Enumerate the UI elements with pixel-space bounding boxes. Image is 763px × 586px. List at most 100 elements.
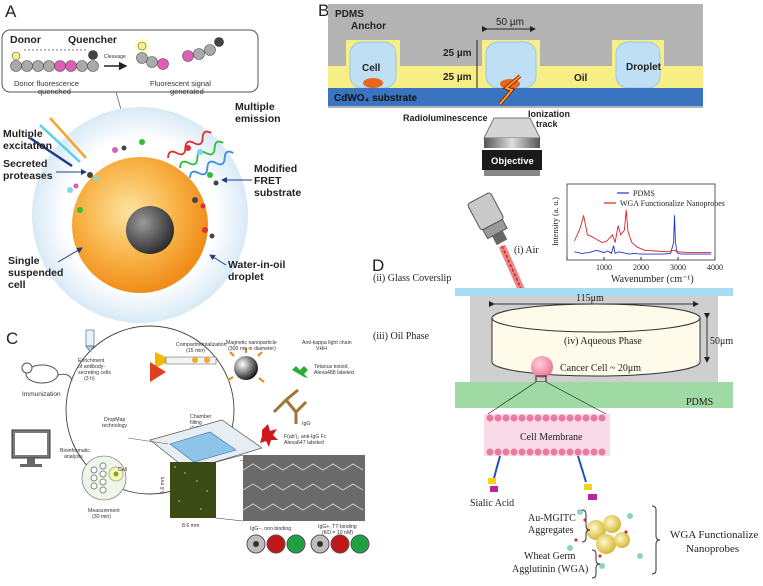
cell-left bbox=[363, 78, 383, 88]
modified-1: Modified bbox=[254, 163, 297, 175]
multiple-excitation-2: excitation bbox=[3, 140, 52, 152]
magnetic-1: Magnetic nanoparticle bbox=[226, 340, 277, 346]
generated-line2: generated bbox=[170, 87, 204, 96]
cdwo4-substrate bbox=[328, 88, 703, 106]
legend-pdms: PDMS bbox=[633, 189, 655, 198]
donor-label: Donor bbox=[10, 34, 41, 46]
fluorescence-micrograph bbox=[170, 462, 216, 518]
magnetic-2: (300 nm in diameter) bbox=[228, 346, 276, 352]
single-2: suspended bbox=[8, 267, 63, 279]
air-label: (i) Air bbox=[514, 245, 539, 256]
chamber-2: filling bbox=[190, 420, 202, 426]
micrograph-speckle bbox=[174, 466, 208, 510]
series-line-0 bbox=[574, 215, 712, 255]
raman-objective bbox=[467, 192, 508, 246]
glass-coverslip bbox=[455, 288, 733, 296]
quenched-line2: quenched bbox=[38, 87, 71, 96]
legend-nonbinding: IgG−, non binding bbox=[250, 526, 291, 532]
igg-antibody bbox=[272, 388, 308, 424]
measurement-1: Measurement bbox=[88, 508, 120, 514]
substrate-label: CdWO₄ substrate bbox=[334, 93, 418, 104]
multiple-emission-1: Multiple bbox=[235, 101, 275, 113]
cleaved-substrate-beads bbox=[134, 37, 224, 70]
chamber-1: Chamber bbox=[190, 414, 212, 420]
multiple-emission-2: emission bbox=[235, 113, 281, 125]
pdms-label: PDMS bbox=[335, 9, 364, 20]
nanoprobe-bracket bbox=[651, 505, 661, 575]
legend-wga: WGA Functionalize Nanoprobes bbox=[620, 199, 725, 208]
sialic-acid-glycan-2 bbox=[577, 455, 597, 500]
sialic-acid-glycan bbox=[488, 455, 501, 492]
wga-bracket bbox=[591, 549, 601, 579]
zoom-line-left bbox=[487, 381, 537, 415]
cell-label: Cell bbox=[362, 63, 381, 74]
zoom-line-bottom bbox=[215, 517, 244, 522]
series-line-1 bbox=[573, 209, 712, 254]
x-tick-label: 1000 bbox=[596, 263, 612, 272]
quencher-label: Quencher bbox=[68, 34, 117, 46]
height-bottom-label: 25 µm bbox=[443, 72, 472, 83]
tetanus-2: Alexa488 labeled bbox=[314, 370, 354, 376]
anchor-label: Anchor bbox=[351, 21, 386, 32]
x-tick-label: 2000 bbox=[633, 263, 649, 272]
quenched-line1: Donor fluorescence bbox=[14, 79, 79, 88]
ionization-1: Ionization bbox=[528, 109, 570, 119]
secreted-2: proteases bbox=[3, 170, 53, 182]
wga-func-1: WGA Functionalize bbox=[670, 529, 758, 541]
pdms-base-d bbox=[455, 382, 733, 408]
compartmentalization-chip bbox=[150, 352, 217, 382]
legend-ttbinding-2: (KD = 10 nM) bbox=[322, 530, 353, 536]
panel-b: B PDMS Anchor 50 µm 25 µm 25 µm Cell Oil… bbox=[318, 1, 703, 176]
wga-2: Agglutinin (WGA) bbox=[512, 564, 588, 575]
height-label-d: 50μm bbox=[710, 336, 733, 347]
fret-inset-box bbox=[1, 29, 259, 93]
kappa-1: Anti-kappa light chain bbox=[302, 340, 352, 346]
pdms-label-d: PDMS bbox=[686, 397, 713, 408]
excitation-arrows bbox=[29, 117, 87, 168]
chart-ylabel: Intensity (a. u.) bbox=[551, 197, 560, 246]
dim-horizontal: 8.6 mm bbox=[182, 523, 199, 529]
measurement-2: (30 min) bbox=[92, 514, 111, 520]
enrichment-2: of antibody- bbox=[78, 364, 105, 370]
chart-series-layer bbox=[573, 209, 712, 255]
panel-c: C Immunization Enrichment of antibody- s… bbox=[6, 325, 370, 554]
tetanus-toxoid-star bbox=[292, 366, 308, 378]
kappa-vhh-marks bbox=[227, 348, 265, 383]
panel-d-letter: D bbox=[372, 256, 384, 275]
oil-label: Oil bbox=[574, 73, 588, 84]
width-label: 50 µm bbox=[496, 17, 524, 28]
multiple-excitation-1: Multiple bbox=[3, 128, 43, 140]
panel-a-letter: A bbox=[5, 2, 17, 21]
nanoprobe-cluster bbox=[567, 509, 643, 569]
cell-nucleus bbox=[126, 206, 174, 254]
cell-membrane bbox=[484, 414, 610, 456]
panel-b-letter: B bbox=[318, 1, 329, 20]
objective-label: Objective bbox=[491, 156, 534, 167]
water-1: Water-in-oil bbox=[228, 259, 285, 271]
honeycomb-sem-image bbox=[242, 455, 365, 521]
enrichment-1: Enrichment bbox=[78, 358, 105, 364]
chamber-slide bbox=[127, 419, 273, 471]
bioinformatic-2: analysis bbox=[64, 454, 83, 460]
modified-3: substrate bbox=[254, 187, 301, 199]
fab-2: Alexa647 labeled bbox=[284, 440, 324, 446]
coverslip-label: (ii) Glass Coverslip bbox=[373, 273, 451, 284]
aumgitc-2: Aggregates bbox=[528, 525, 574, 536]
modified-2: FRET bbox=[254, 175, 282, 187]
igg-label: IgG bbox=[302, 421, 310, 427]
compartment-2: (15 min) bbox=[186, 348, 205, 354]
ionization-track-glow bbox=[499, 75, 521, 105]
computer-icon bbox=[11, 429, 51, 467]
ionization-2: track bbox=[536, 119, 559, 129]
enrichment-4: (3 h) bbox=[84, 376, 95, 382]
aumgitc-bracket bbox=[581, 509, 591, 543]
cancer-cell bbox=[531, 356, 553, 378]
fret-substrate-particles bbox=[67, 139, 219, 239]
dim-vertical: 6.6 mm bbox=[160, 477, 166, 494]
cell-label-c: Cell bbox=[118, 467, 127, 473]
bioinformatic-1: Bioinformatic bbox=[60, 448, 90, 454]
single-3: cell bbox=[8, 279, 26, 291]
